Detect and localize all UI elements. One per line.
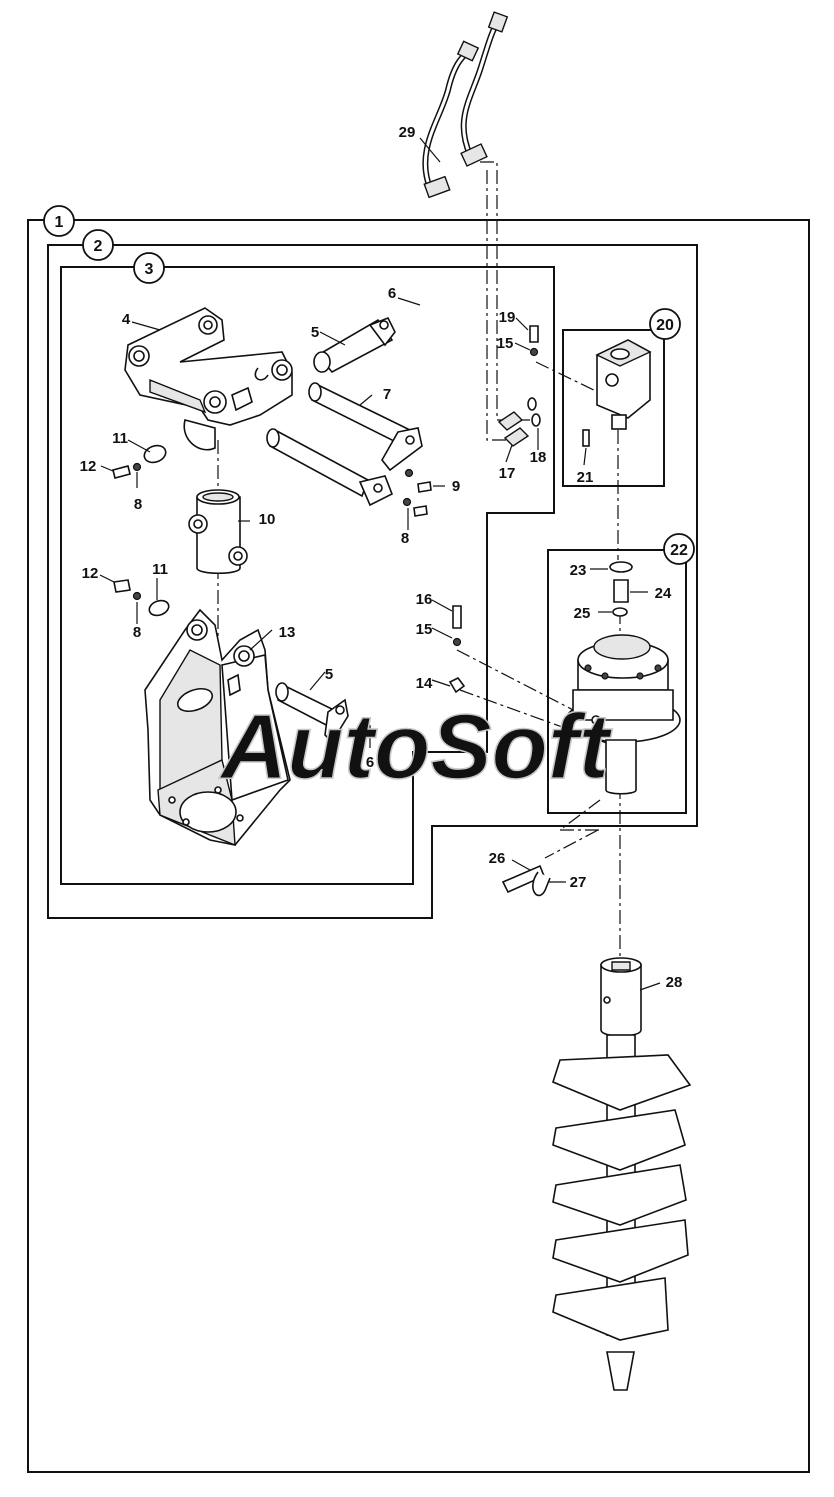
callout-5-lower: 5 bbox=[325, 666, 333, 683]
callout-8-right: 8 bbox=[401, 530, 409, 547]
callout-7: 7 bbox=[383, 386, 391, 403]
callout-16: 16 bbox=[416, 591, 433, 608]
group-badge-20: 20 bbox=[649, 308, 681, 340]
callout-labels: 29 4 5 6 7 11 12 8 10 8 9 12 11 8 13 5 6… bbox=[80, 124, 683, 991]
callout-9: 9 bbox=[452, 478, 460, 495]
hydraulic-hoses bbox=[422, 11, 509, 199]
callout-26: 26 bbox=[489, 850, 506, 867]
callout-25: 25 bbox=[574, 605, 591, 622]
lower-small-hardware bbox=[113, 579, 170, 617]
callout-11-lower: 11 bbox=[152, 561, 168, 578]
callout-12-lower: 12 bbox=[82, 565, 99, 582]
callout-5-upper: 5 bbox=[311, 324, 319, 341]
group-frame-3 bbox=[60, 266, 555, 885]
callout-15-upper: 15 bbox=[497, 335, 514, 352]
group-badge-22: 22 bbox=[663, 533, 695, 565]
callout-6-upper: 6 bbox=[388, 285, 396, 302]
callout-21: 21 bbox=[577, 469, 594, 486]
leader-lines bbox=[99, 137, 661, 991]
long-pin-upper bbox=[308, 382, 423, 472]
group-frame-20 bbox=[562, 329, 665, 487]
motor-fittings bbox=[497, 325, 541, 447]
group-badge-2: 2 bbox=[82, 229, 114, 261]
callout-11-upper: 11 bbox=[112, 430, 128, 447]
callout-14: 14 bbox=[416, 675, 433, 692]
upper-small-hardware bbox=[112, 444, 432, 517]
group-frame-22 bbox=[547, 549, 687, 814]
auger-pin-and-clip bbox=[501, 864, 551, 897]
callout-27: 27 bbox=[570, 874, 587, 891]
svg-text:2: 2 bbox=[94, 238, 103, 255]
group-badge-3: 3 bbox=[133, 252, 165, 284]
mount-bracket bbox=[124, 307, 293, 451]
svg-text:20: 20 bbox=[656, 317, 674, 334]
main-frame bbox=[144, 608, 291, 847]
callout-23: 23 bbox=[570, 562, 587, 579]
group-frame-1 bbox=[27, 219, 810, 1473]
callout-19: 19 bbox=[499, 309, 516, 326]
svg-text:22: 22 bbox=[670, 542, 688, 559]
pivot-housing bbox=[188, 489, 248, 575]
callout-8-left: 8 bbox=[134, 496, 142, 513]
planetary-gearbox bbox=[565, 561, 681, 795]
watermark-text: AutoSoft bbox=[219, 696, 613, 798]
svg-text:3: 3 bbox=[145, 261, 154, 278]
gearbox-fittings bbox=[448, 605, 466, 694]
callout-18: 18 bbox=[530, 449, 547, 466]
callout-17: 17 bbox=[499, 465, 516, 482]
group-badge-1: 1 bbox=[43, 205, 75, 237]
callout-4: 4 bbox=[122, 311, 131, 328]
hydraulic-motor bbox=[582, 339, 652, 447]
callout-10: 10 bbox=[259, 511, 276, 528]
upper-pin bbox=[313, 316, 396, 374]
long-pin-lower bbox=[266, 428, 394, 507]
callout-15-lower: 15 bbox=[416, 621, 433, 638]
callout-12-upper: 12 bbox=[80, 458, 97, 475]
callout-13: 13 bbox=[279, 624, 296, 641]
svg-text:1: 1 bbox=[55, 214, 64, 231]
callout-28: 28 bbox=[666, 974, 683, 991]
callout-6-lower: 6 bbox=[366, 754, 374, 771]
callout-8-lower: 8 bbox=[133, 624, 141, 641]
callout-29: 29 bbox=[399, 124, 416, 141]
lower-pin bbox=[275, 682, 349, 744]
auger bbox=[552, 957, 692, 1391]
group-frame-2 bbox=[47, 244, 698, 919]
callout-24: 24 bbox=[655, 585, 672, 602]
assembly-center-lines bbox=[217, 161, 621, 960]
